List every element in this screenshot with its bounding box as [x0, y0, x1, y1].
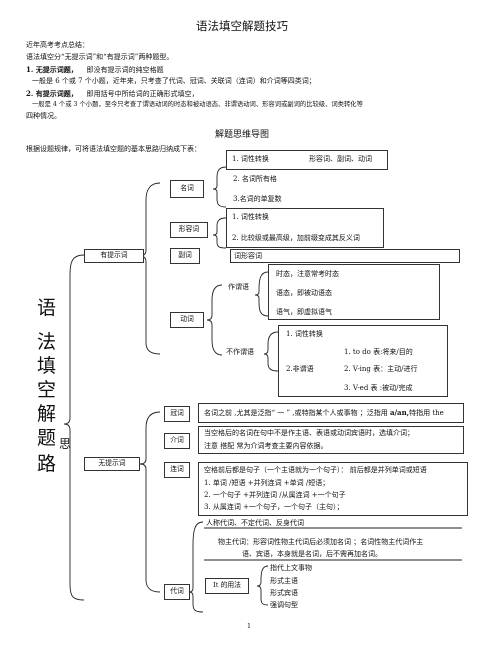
root-char-5: 解 — [37, 403, 57, 425]
verb-box — [170, 312, 204, 328]
article-text: 名词之前 ,尤其是泛指“ 一 ” ,或特指某个人或事物 ；泛指用 a/an,特指… — [204, 409, 444, 417]
predicate-item3: 语气，即虚拟语气 — [276, 308, 332, 316]
root-char-1: 语 — [37, 297, 57, 319]
pron-line3: 语、宾语，本身就是名词，后不需再加名词。 — [242, 550, 382, 558]
adv-label: 副词 — [178, 251, 192, 259]
root-char-8: 路 — [37, 453, 57, 475]
verb-label: 动词 — [180, 315, 194, 323]
item2-detail-a: 一般是 4 个或 3 个小题，至今只考查了谓语动词的时态和被动语态、非谓语动词、… — [32, 101, 363, 108]
mindmap-intro: 根据设题规律，可将语法填空题的基本思路归纳成下表： — [26, 145, 201, 153]
item2-tail: 即用括号中所给词的正确形式填空， — [86, 90, 199, 98]
no-hint-box — [84, 457, 140, 471]
conj-rule: 空格前后都是句子（一个主语就为一个句子）： 前后都是并列单词或短语 — [204, 466, 427, 474]
conj-text-box — [198, 462, 468, 516]
item1: 1. 无提示词题， 即没有提示词的纯空格题 — [26, 66, 164, 74]
prep-label: 介词 — [170, 436, 184, 444]
noun-item1: 1. 词性转换 — [232, 155, 269, 163]
adj-item1: 1. 词性转换 — [232, 213, 269, 221]
item1-detail: 一般是 6 个或 7 个小题，近年来，只考查了代词、冠词、关联词（连词）和介词等… — [32, 77, 316, 85]
np-item1: 1. 词性转换 — [286, 330, 323, 338]
doc-title: 语法填空解题技巧 — [196, 19, 288, 33]
pron-line2a: 物主代词：形容词性物主代词后必须加名词 — [218, 538, 351, 546]
root-char-4: 空 — [37, 379, 57, 401]
non-predicate-items-box — [278, 325, 448, 397]
article-label: 冠词 — [170, 409, 184, 417]
pron-label: 代词 — [170, 587, 184, 595]
summary-intro: 语法填空分“无提示词”和“有提示词”两种题型。 — [26, 53, 174, 61]
item1-tail: 即没有提示词的纯空格题 — [86, 66, 164, 74]
prep-box — [164, 433, 190, 449]
np-item2: 2.非谓语 — [286, 365, 314, 373]
item2-head: 2. 有提示词题， — [26, 89, 78, 98]
root-char-6: 题 — [37, 427, 57, 449]
predicate-item2: 语态，即被动语态 — [276, 289, 332, 297]
noun-item2: 2. 名词所有格 — [233, 175, 277, 183]
noun-item3: 3.名词的单复数 — [233, 195, 282, 203]
non-predicate-label: 不作谓语 — [226, 348, 254, 356]
adv-box — [170, 248, 200, 264]
article-box — [164, 406, 190, 422]
it-usage-box — [205, 578, 249, 594]
it-item3: 形式宾语 — [270, 589, 298, 597]
conj-box — [164, 462, 190, 478]
np-form2: 2. V-ing 表：主动/进行 — [344, 365, 418, 373]
conj-item2: 2. 一个句子 +并列连词 /从属连词 +一个句子 — [204, 491, 346, 499]
np-form1: 1. to do 表:将来/目的 — [344, 348, 413, 356]
has-hint-box — [84, 249, 144, 263]
adj-box — [170, 222, 208, 238]
conj-label: 连词 — [170, 465, 184, 473]
adj-item2: 2. 比较级或最高级，加前缀变成其反义词 — [232, 234, 360, 242]
pron-line2: 物主代词：形容词性物主代词后必须加名词 ；名词性物主代词作主 — [218, 539, 423, 546]
has-hint-label: 有提示词 — [100, 251, 128, 259]
pron-line1: 人称代词、不定代词、反身代词 — [206, 519, 304, 527]
it-item2: 形式主语 — [270, 577, 298, 585]
it-item1: 指代上文事物 — [270, 564, 312, 572]
conj-item1: 1. 单词 /短语 +并列连词 +单词 /短语； — [204, 479, 330, 487]
predicate-item1: 时态，注意常考时态 — [276, 270, 339, 278]
adj-label: 形容词 — [178, 225, 200, 233]
noun-label: 名词 — [180, 184, 194, 192]
summary-heading: 近年高考考点总结： — [26, 41, 89, 49]
item2: 2. 有提示词题， 即用括号中所给词的正确形式填空， — [26, 90, 199, 98]
no-hint-label: 无提示词 — [98, 459, 126, 467]
predicate-label: 作谓语 — [228, 283, 249, 291]
adv-item-box — [230, 249, 460, 263]
prep-text-1: 当空格后的名词在句中不是作主语、表语或动词宾语时，选填介词； — [204, 429, 414, 437]
prep-text-box — [198, 426, 464, 454]
predicate-items-box — [268, 264, 440, 320]
page-number: 1 — [247, 623, 252, 630]
article-text-a: 名词之前 ,尤其是泛指“ 一 ” ,或特指某个人或事物 ；泛指用 — [204, 409, 390, 417]
root-char-2: 法 — [37, 331, 57, 353]
adj-items-box — [226, 208, 384, 248]
root-char-7: 思 — [59, 437, 72, 451]
article-text-b: a/an, — [389, 408, 410, 417]
adv-item: 词形容词 — [234, 252, 262, 260]
prep-text-2: 注意 搭配 常为介词考查主要内容依据。 — [204, 442, 328, 450]
conj-item3: 3. 从属连词 +一个句子，一个句子（主句）； — [204, 503, 344, 511]
item1-head: 1. 无提示词题， — [26, 65, 78, 74]
pron-line2b: ；名词性物主代词作主 — [353, 538, 424, 546]
np-form3: 3. V-ed 表 :被动/完成 — [344, 384, 413, 392]
pron-box — [164, 584, 190, 600]
item2-detail-b: 四种情况。 — [26, 112, 61, 120]
noun-item1-target: 形容词、副词、动词 — [309, 155, 372, 163]
mindmap-title: 解题思维导图 — [215, 130, 270, 140]
article-text-box — [198, 403, 464, 423]
it-item4: 强调句型 — [270, 601, 298, 609]
it-usage-label: It 的用法 — [213, 581, 241, 589]
article-text-c: 特指用 the — [409, 409, 444, 417]
root-char-3: 填 — [37, 355, 57, 377]
noun-box — [170, 180, 204, 198]
noun-item1-box — [226, 150, 388, 170]
